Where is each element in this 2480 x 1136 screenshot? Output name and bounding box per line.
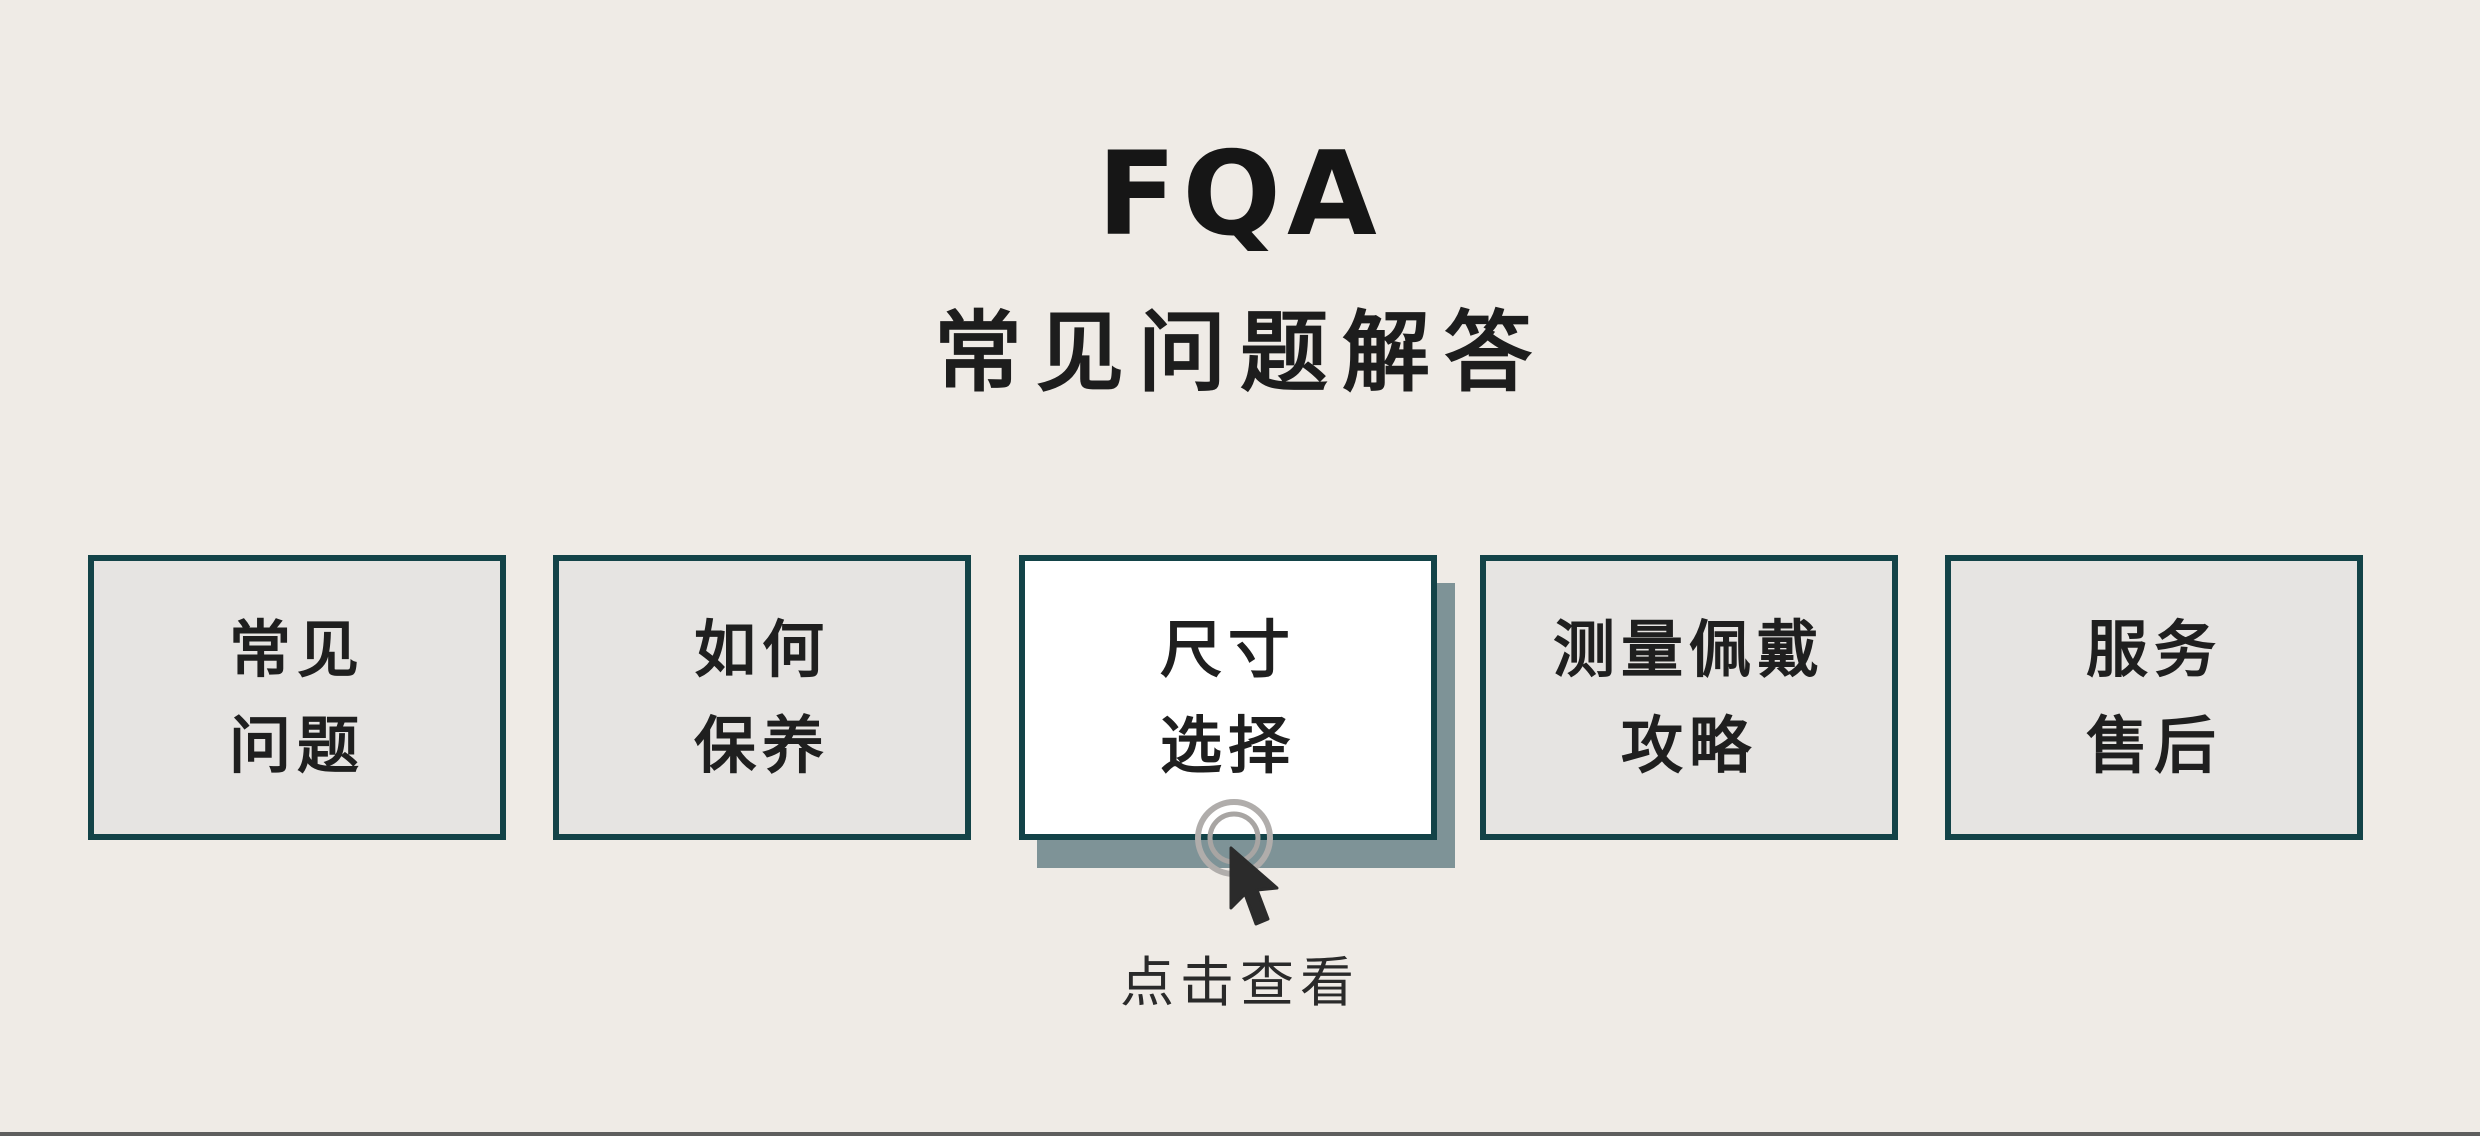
faq-card-size-selection[interactable]: 尺寸 选择 bbox=[1019, 555, 1437, 840]
pointer-click-icon bbox=[1195, 799, 1279, 926]
faq-card-maintenance[interactable]: 如何 保养 bbox=[553, 555, 971, 840]
card-label-line-1: 测量佩戴 bbox=[1552, 612, 1825, 686]
card-label-line-1: 如何 bbox=[693, 612, 830, 686]
card-label-line-1: 常见 bbox=[228, 612, 365, 686]
page-title: FQA bbox=[1097, 127, 1383, 262]
page-subtitle: 常见问题解答 bbox=[933, 301, 1546, 404]
faq-card-after-sales[interactable]: 服务 售后 bbox=[1945, 555, 2363, 840]
card-label-line-2: 攻略 bbox=[1620, 708, 1757, 782]
faq-card-wrapper: 如何 保养 bbox=[553, 555, 971, 840]
bottom-divider bbox=[0, 1132, 2480, 1136]
card-label-line-1: 尺寸 bbox=[1159, 612, 1296, 686]
card-label-line-2: 问题 bbox=[228, 708, 365, 782]
card-label-line-2: 售后 bbox=[2085, 708, 2222, 782]
faq-card-common-questions[interactable]: 常见 问题 bbox=[88, 555, 506, 840]
faq-card-wrapper: 测量佩戴 攻略 bbox=[1480, 555, 1898, 840]
card-label-line-2: 选择 bbox=[1159, 708, 1296, 782]
card-label-line-2: 保养 bbox=[693, 708, 830, 782]
faq-card-wrapper: 常见 问题 bbox=[88, 555, 506, 840]
card-label-line-1: 服务 bbox=[2085, 612, 2222, 686]
click-to-view-hint: 点击查看 bbox=[1120, 951, 1360, 1014]
faq-card-wrapper: 服务 售后 bbox=[1945, 555, 2363, 840]
faq-card-wrapper: 尺寸 选择 bbox=[1019, 555, 1455, 868]
faq-card-measuring-guide[interactable]: 测量佩戴 攻略 bbox=[1480, 555, 1898, 840]
